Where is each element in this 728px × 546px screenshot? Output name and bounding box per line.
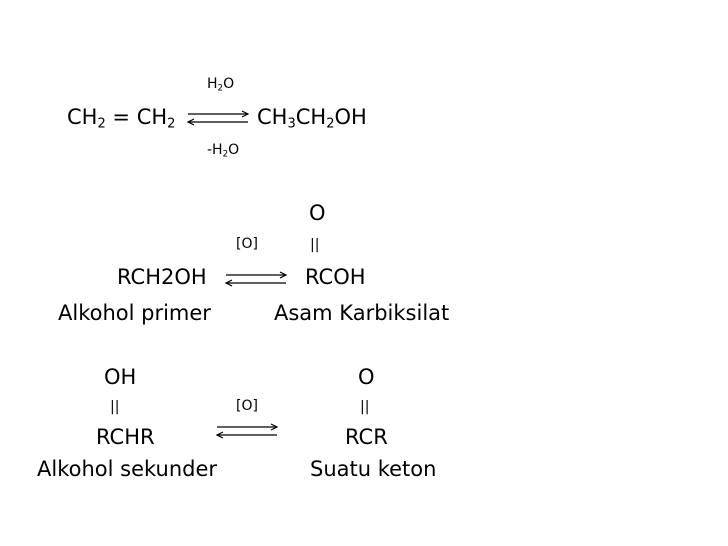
reaction3-hydroxyl: OH: [104, 365, 137, 389]
reaction3-carbonyl-oxygen: O: [358, 365, 375, 389]
reaction3-reactant: RCHR: [96, 425, 155, 449]
reaction2-double-bond: ||: [310, 237, 320, 253]
reaction3-equilibrium-arrow: [215, 423, 279, 439]
reaction2-product-name: Asam Karbiksilat: [274, 301, 450, 325]
reaction2-product: RCOH: [305, 265, 366, 289]
reaction2-equilibrium-arrow: [224, 271, 288, 287]
reaction1-equilibrium-arrow: [186, 110, 250, 126]
reaction3-condition: [O]: [236, 398, 258, 414]
reaction3-product: RCR: [345, 425, 388, 449]
reaction1-above-condition: H2O: [207, 76, 235, 94]
reaction3-reactant-name: Alkohol sekunder: [37, 457, 218, 481]
reaction1-product: CH3CH2OH: [257, 105, 367, 132]
reaction2-reactant: RCH2OH: [117, 265, 207, 289]
reaction2-condition: [O]: [236, 236, 258, 252]
reaction2-reactant-name: Alkohol primer: [58, 301, 211, 325]
reaction1-reactant: CH2 = CH2: [67, 105, 176, 132]
reaction3-bond-left: ||: [110, 399, 120, 415]
reaction2-carbonyl-oxygen: O: [309, 201, 326, 225]
reaction3-bond-right: ||: [360, 399, 370, 415]
reaction3-product-name: Suatu keton: [310, 457, 437, 481]
reaction1-below-condition: -H2O: [207, 142, 240, 160]
